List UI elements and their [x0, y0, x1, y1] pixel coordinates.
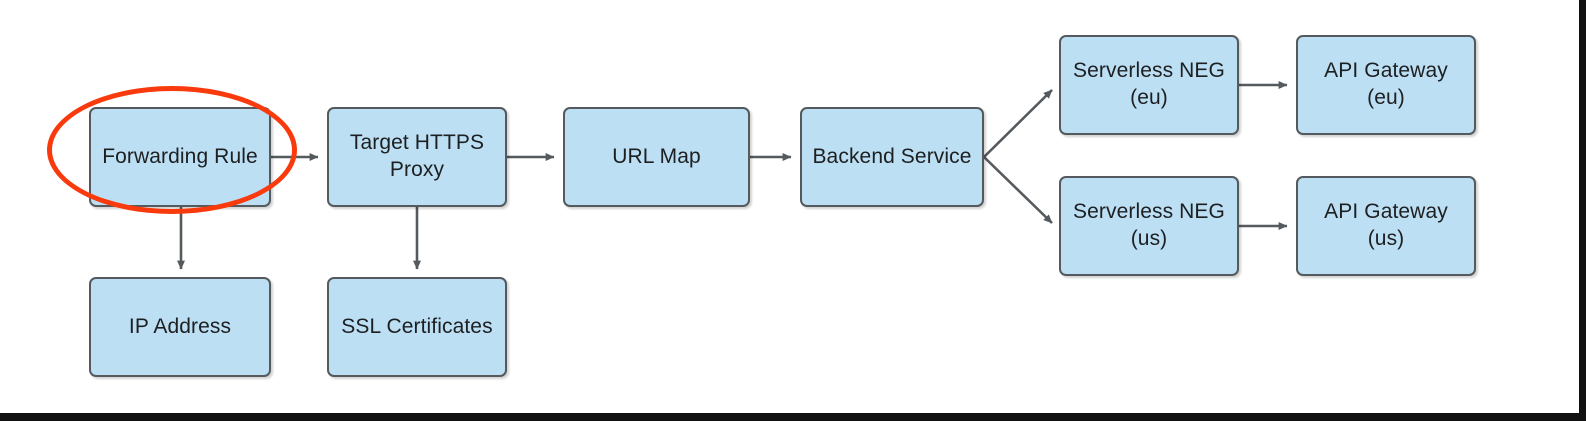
- node-label-backend-service: Backend Service: [812, 144, 972, 168]
- edge-backend-service-to-serverless-neg-eu: [983, 89, 1053, 158]
- edge-backend-service-to-serverless-neg-us: [983, 156, 1053, 224]
- node-api-gateway-eu[interactable]: API Gateway (eu): [1296, 35, 1476, 135]
- frame-border-right: [1579, 0, 1586, 421]
- node-label-forwarding-rule: Forwarding Rule: [102, 144, 258, 168]
- node-forwarding-rule[interactable]: Forwarding Rule: [89, 107, 271, 207]
- node-target-https-proxy[interactable]: Target HTTPS Proxy: [327, 107, 507, 207]
- node-label-api-gateway-us: API Gateway (us): [1324, 200, 1448, 250]
- node-url-map[interactable]: URL Map: [563, 107, 750, 207]
- node-serverless-neg-us[interactable]: Serverless NEG (us): [1059, 176, 1239, 276]
- node-api-gateway-us[interactable]: API Gateway (us): [1296, 176, 1476, 276]
- node-label-api-gateway-eu: API Gateway (eu): [1324, 59, 1448, 109]
- node-label-target-https-proxy: Target HTTPS Proxy: [349, 131, 485, 181]
- node-label-serverless-neg-eu: Serverless NEG (eu): [1073, 59, 1225, 109]
- node-serverless-neg-eu[interactable]: Serverless NEG (eu): [1059, 35, 1239, 135]
- node-label-serverless-neg-us: Serverless NEG (us): [1073, 200, 1225, 250]
- node-ssl-certificates[interactable]: SSL Certificates: [327, 277, 507, 377]
- node-label-ip-address: IP Address: [128, 314, 232, 338]
- node-label-url-map: URL Map: [612, 144, 701, 168]
- node-backend-service[interactable]: Backend Service: [800, 107, 984, 207]
- node-label-ssl-certificates: SSL Certificates: [341, 314, 493, 338]
- frame-border-bottom: [0, 413, 1586, 421]
- node-ip-address[interactable]: IP Address: [89, 277, 271, 377]
